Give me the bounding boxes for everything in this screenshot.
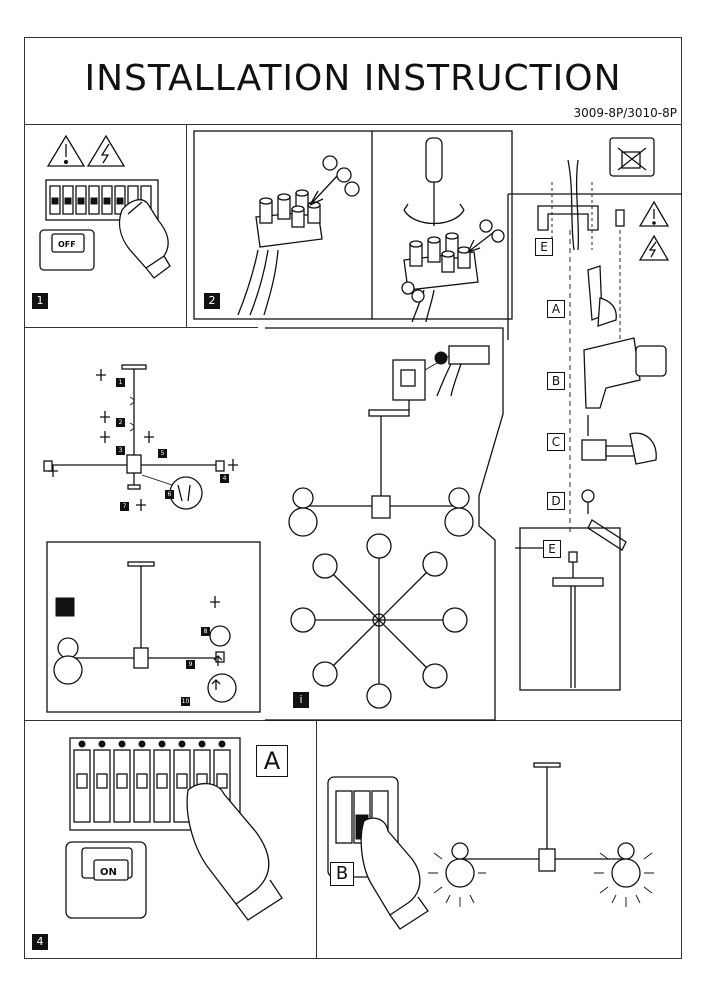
light-rays	[428, 852, 654, 907]
model-number: 3009-8P/3010-8P	[573, 106, 677, 120]
panel-4-wallswitch	[327, 762, 654, 930]
page-title: INSTALLATION INSTRUCTION	[84, 58, 622, 99]
center-info-panel	[265, 327, 504, 721]
divider	[24, 327, 258, 328]
step-4-badge: 4	[32, 934, 48, 950]
top-view-arms	[290, 533, 468, 709]
canopy-detail	[515, 527, 621, 691]
breaker-row	[49, 185, 152, 215]
step-2-badge: 2	[204, 293, 220, 309]
terminal-block-left	[237, 155, 360, 316]
part-badge-10: 10	[181, 697, 190, 706]
letter-b-step4: B	[330, 862, 354, 886]
no-disposal-icon	[617, 147, 647, 171]
part-badge-9: 9	[186, 660, 195, 669]
terminal-block-right	[401, 137, 505, 323]
part-badge-4: 4	[220, 474, 229, 483]
page-frame	[24, 37, 682, 959]
panel-4-breaker: ON	[65, 737, 283, 921]
assembled-detail	[46, 541, 261, 713]
part-badge-1: 1	[116, 378, 125, 387]
letter-e-bottom: E	[543, 540, 561, 558]
letter-d: D	[547, 492, 565, 510]
electric-hazard-icon	[86, 134, 126, 167]
divider	[316, 720, 317, 959]
divider	[186, 124, 187, 327]
divider	[24, 124, 682, 125]
letter-b: B	[547, 372, 565, 390]
warning-triangle-icon	[46, 134, 86, 167]
part-badge-6: 6	[165, 490, 174, 499]
part-badge-3: 3	[116, 446, 125, 455]
letter-e-top: E	[535, 238, 553, 256]
part-badge-7: 7	[120, 502, 129, 511]
screw-icon	[48, 369, 238, 511]
letter-c: C	[547, 433, 565, 451]
step-1-badge: 1	[32, 293, 48, 309]
part-badge-8: 8	[201, 627, 210, 636]
panel-2-border	[193, 130, 513, 320]
switch-on-label: ON	[100, 867, 117, 878]
switch-off-label: OFF	[58, 240, 76, 249]
letter-a-step4: A	[256, 745, 288, 777]
part-badge-2: 2	[116, 418, 125, 427]
info-badge: i	[293, 692, 309, 708]
exploded-assembly	[43, 364, 238, 511]
letter-a: A	[547, 300, 565, 318]
panel-1-illustration: OFF	[39, 134, 171, 279]
part-badge-5: 5	[158, 449, 167, 458]
